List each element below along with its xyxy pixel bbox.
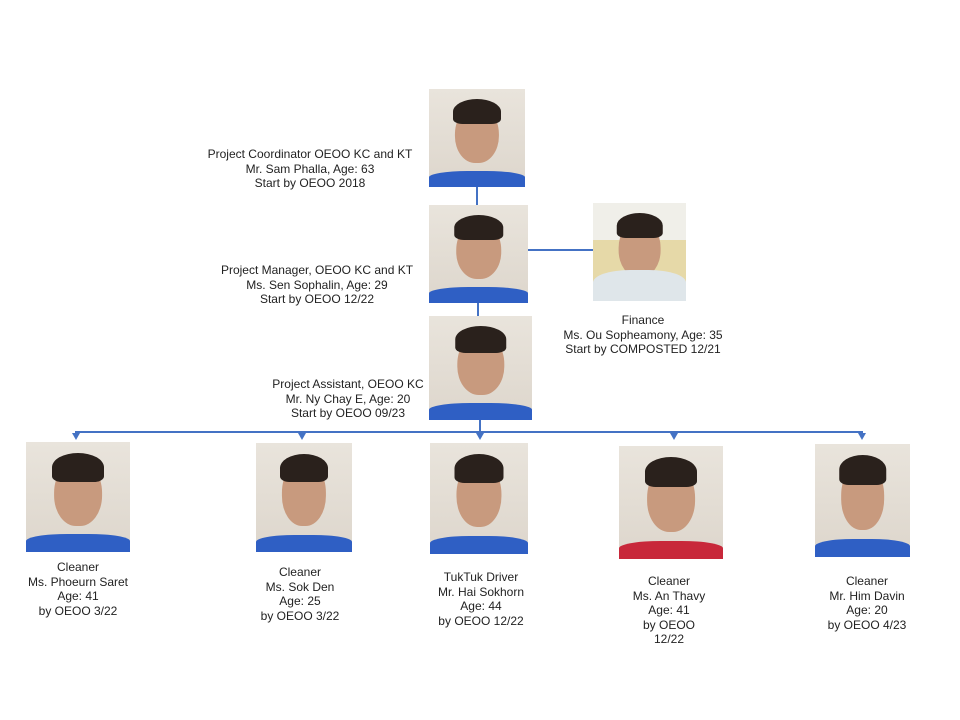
label-coordinator: Project Coordinator OEOO KC and KT Mr. S… <box>208 147 413 191</box>
role: Cleaner <box>278 565 322 579</box>
label-manager: Project Manager, OEOO KC and KT Ms. Sen … <box>221 263 413 307</box>
name-age: Mr. Sam Phalla, Age: 63 <box>245 161 375 176</box>
connector-coordinator-manager <box>476 187 478 205</box>
start-date: 12/22 <box>653 632 685 646</box>
role: Finance <box>621 313 665 327</box>
connector-assistant-staff <box>479 420 481 433</box>
name: Ms. Phoeurn Saret <box>27 574 129 589</box>
label-assistant: Project Assistant, OEOO KC Mr. Ny Chay E… <box>272 377 423 421</box>
arrow-staff-3 <box>476 433 484 440</box>
name-age: Mr. Ny Chay E, Age: 20 <box>285 391 411 406</box>
photo-staff-2 <box>256 443 352 552</box>
role: Cleaner <box>647 574 691 588</box>
age: Age: 20 <box>846 603 888 617</box>
connector-staff-bus <box>75 431 863 433</box>
connector-manager-assistant <box>477 303 479 316</box>
name-age: Ms. Ou Sopheamony, Age: 35 <box>563 327 723 342</box>
age: Age: 41 <box>648 603 690 617</box>
name: Mr. Hai Sokhorn <box>437 584 525 599</box>
label-finance: Finance Ms. Ou Sopheamony, Age: 35 Start… <box>563 313 722 357</box>
photo-staff-5 <box>815 444 910 557</box>
photo-staff-3 <box>430 443 528 554</box>
role: Project Manager, OEOO KC and KT <box>220 263 414 277</box>
arrow-staff-4 <box>670 433 678 440</box>
name: Ms. Sok Den <box>265 579 335 594</box>
label-staff-3: TukTuk Driver Mr. Hai Sokhorn Age: 44 by… <box>438 570 524 628</box>
label-staff-1: Cleaner Ms. Phoeurn Saret Age: 41 by OEO… <box>28 560 128 618</box>
start: by OEOO 4/23 <box>827 617 907 632</box>
photo-staff-1 <box>26 442 130 552</box>
photo-manager <box>429 205 528 303</box>
start: Start by OEOO 12/22 <box>259 292 375 306</box>
role: Project Assistant, OEOO KC <box>272 377 424 391</box>
arrow-staff-1 <box>72 433 80 440</box>
start: Start by OEOO 09/23 <box>290 406 406 420</box>
name-age: Ms. Sen Sophalin, Age: 29 <box>246 277 388 292</box>
age: Age: 25 <box>279 594 321 608</box>
connector-manager-finance <box>528 249 593 251</box>
name: Ms. An Thavy <box>632 588 706 603</box>
start: by OEOO 3/22 <box>260 608 340 623</box>
role: Cleaner <box>845 574 889 588</box>
photo-finance <box>593 203 686 301</box>
start: Start by OEOO 2018 <box>254 176 366 190</box>
start: Start by COMPOSTED 12/21 <box>565 342 721 356</box>
photo-staff-4 <box>619 446 723 559</box>
age: Age: 44 <box>460 599 502 613</box>
arrow-staff-2 <box>298 433 306 440</box>
arrow-staff-5 <box>858 433 866 440</box>
label-staff-4: Cleaner Ms. An Thavy Age: 41 by OEOO 12/… <box>633 574 705 647</box>
role: Cleaner <box>56 560 100 574</box>
role: Project Coordinator OEOO KC and KT <box>207 147 413 161</box>
photo-coordinator <box>429 89 525 187</box>
label-staff-2: Cleaner Ms. Sok Den Age: 25 by OEOO 3/22 <box>261 565 340 623</box>
age: Age: 41 <box>57 589 99 603</box>
photo-assistant <box>429 316 532 420</box>
name: Mr. Him Davin <box>829 588 905 603</box>
start: by OEOO 3/22 <box>38 603 118 618</box>
label-staff-5: Cleaner Mr. Him Davin Age: 20 by OEOO 4/… <box>828 574 907 632</box>
role: TukTuk Driver <box>443 570 519 584</box>
start: by OEOO <box>642 617 696 632</box>
start: by OEOO 12/22 <box>438 613 524 628</box>
